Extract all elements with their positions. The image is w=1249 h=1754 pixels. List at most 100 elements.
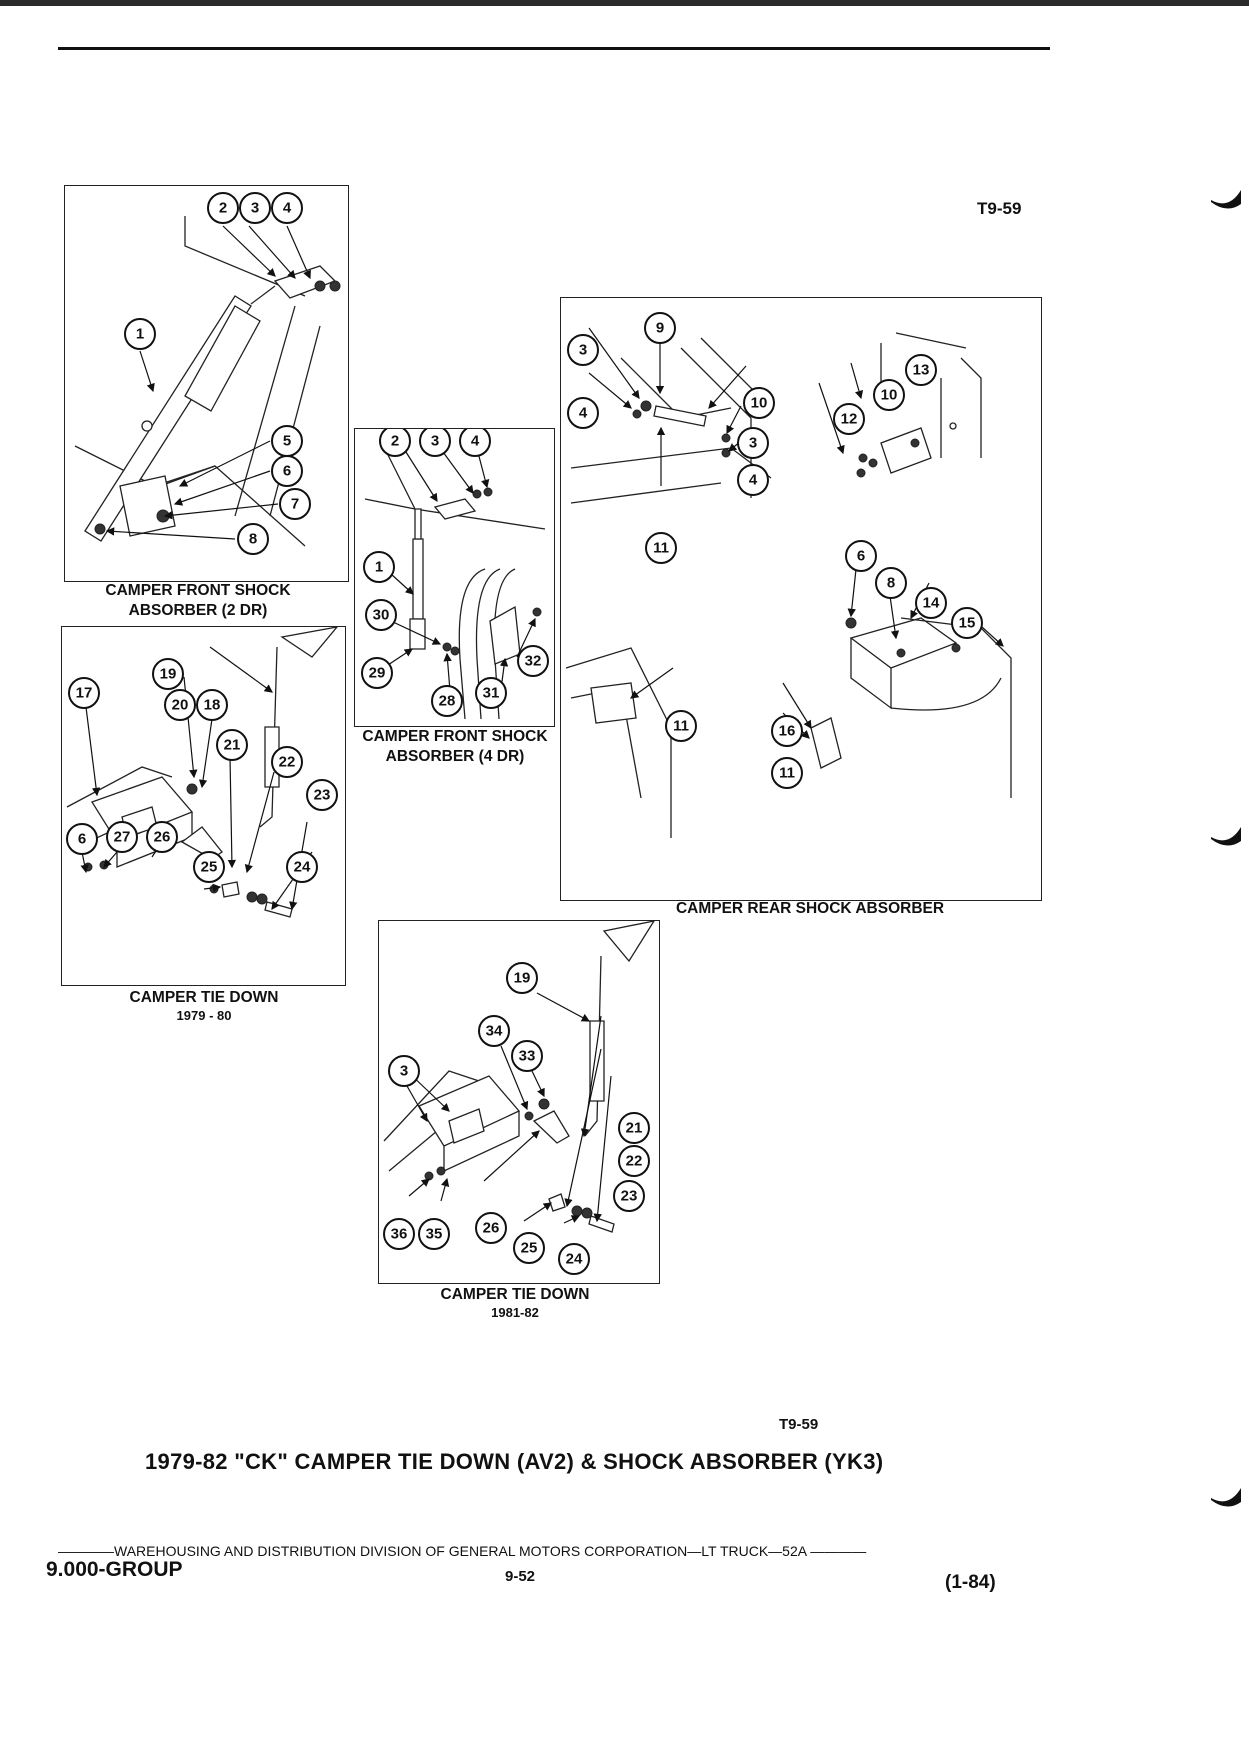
- callout-circle: [271, 746, 303, 778]
- callout-circle: [193, 851, 225, 883]
- callout-circle: [737, 427, 769, 459]
- callout-number: 23: [621, 1188, 638, 1205]
- callout-number: 32: [525, 653, 542, 670]
- callout-circle: [833, 403, 865, 435]
- callout-number: 4: [579, 405, 588, 422]
- panel-tie-down-1979-80: 19 20 17 18 21 22 23 6 27 26 25 24: [61, 626, 346, 986]
- callout-circle: [152, 658, 184, 690]
- caption-line-1: CAMPER TIE DOWN: [129, 989, 279, 1006]
- caption-years: 1979 - 80: [176, 1008, 232, 1023]
- binder-hole-mark: [1211, 1488, 1241, 1507]
- footer-date: (1-84): [945, 1572, 996, 1593]
- callout-number: 22: [279, 754, 296, 771]
- caption-line-1: CAMPER FRONT SHOCK: [105, 582, 291, 599]
- callout-number: 13: [913, 362, 930, 379]
- binder-hole-mark: [1211, 190, 1241, 209]
- callout-circle: [146, 821, 178, 853]
- callout-circle: [915, 587, 947, 619]
- callout-circle: [207, 192, 239, 224]
- callout-group: 19 20 17 18 21 22 23 6 27 26 25 24: [66, 658, 338, 883]
- callout-number: 25: [201, 859, 218, 876]
- callout-circle: [771, 715, 803, 747]
- callout-circle: [68, 677, 100, 709]
- page-top-edge: [0, 0, 1249, 6]
- callout-circle: [665, 710, 697, 742]
- callout-number: 30: [373, 607, 390, 624]
- caption-rear-shock: CAMPER REAR SHOCK ABSORBER: [675, 900, 945, 917]
- callout-number: 25: [521, 1240, 538, 1257]
- callout-circle: [361, 657, 393, 689]
- figure-ref-bottom: T9-59: [779, 1416, 819, 1433]
- front-shock-2dr-illustration: 2 3 4 1 5 6 7 8: [74, 192, 341, 555]
- callout-number: 28: [439, 693, 456, 710]
- callout-circle: [475, 677, 507, 709]
- callout-number: 29: [369, 665, 386, 682]
- callout-circle: [771, 757, 803, 789]
- callout-number: 11: [673, 718, 689, 735]
- callout-number: 34: [486, 1023, 503, 1040]
- callout-number: 21: [224, 737, 241, 754]
- callout-number: 26: [154, 829, 171, 846]
- callout-number: 22: [626, 1153, 643, 1170]
- callout-number: 23: [314, 787, 331, 804]
- callout-circle: [271, 455, 303, 487]
- callout-group: 9 3 4 10 3 4 11 13 10 12 6 8 14 15 11 16…: [567, 312, 983, 789]
- panel-tie-down-1981-82: 19 34 33 3 21 22 23 36 35 26 25 24: [378, 920, 660, 1284]
- callout-circle: [618, 1112, 650, 1144]
- callout-circle: [645, 532, 677, 564]
- callout-group: 2 3 4 1 30 29 28 31 32: [361, 429, 549, 717]
- callout-number: 3: [579, 342, 587, 359]
- callout-number: 18: [204, 697, 221, 714]
- callout-number: 35: [426, 1226, 443, 1243]
- callout-circle: [306, 779, 338, 811]
- callout-circle: [737, 464, 769, 496]
- page-title: 1979-82 "CK" CAMPER TIE DOWN (AV2) & SHO…: [145, 1449, 884, 1474]
- footer-division-line: ————WAREHOUSING AND DISTRIBUTION DIVISIO…: [58, 1543, 867, 1559]
- callout-number: 2: [219, 200, 227, 217]
- callout-circle: [383, 1218, 415, 1250]
- tie-down-1981-82-illustration: 19 34 33 3 21 22 23 36 35 26 25 24: [383, 921, 655, 1275]
- caption-line-1: CAMPER TIE DOWN: [440, 1286, 590, 1303]
- callout-circle: [237, 523, 269, 555]
- panel-rear-shock: 9 3 4 10 3 4 11 13 10 12 6 8 14 15 11 16…: [560, 297, 1042, 901]
- callout-number: 15: [959, 615, 976, 632]
- callout-number: 21: [626, 1120, 643, 1137]
- panel-front-shock-2dr: 2 3 4 1 5 6 7 8: [64, 185, 349, 582]
- callout-number: 14: [923, 595, 940, 612]
- callout-number: 26: [483, 1220, 500, 1237]
- callout-number: 19: [160, 666, 177, 683]
- callout-number: 3: [749, 435, 757, 452]
- callout-circle: [239, 192, 271, 224]
- callout-number: 2: [391, 433, 399, 450]
- figure-ref-top: T9-59: [977, 199, 1022, 218]
- callout-number: 27: [114, 829, 131, 846]
- callout-number: 1: [375, 559, 383, 576]
- callout-circle: [613, 1180, 645, 1212]
- callout-circle: [216, 729, 248, 761]
- callout-number: 5: [283, 433, 291, 450]
- callout-circle: [567, 334, 599, 366]
- callout-number: 10: [751, 395, 768, 412]
- callout-number: 24: [566, 1251, 583, 1268]
- callout-circle: [478, 1015, 510, 1047]
- callout-circle: [873, 379, 905, 411]
- callout-circle: [558, 1243, 590, 1275]
- callout-number: 4: [283, 200, 292, 217]
- callout-circle: [419, 429, 451, 457]
- footer-group: 9.000-GROUP: [46, 1558, 183, 1581]
- callout-circle: [271, 192, 303, 224]
- callout-number: 31: [483, 685, 500, 702]
- callout-number: 20: [172, 697, 189, 714]
- callout-circle: [363, 551, 395, 583]
- callout-number: 3: [251, 200, 259, 217]
- callout-circle: [644, 312, 676, 344]
- callout-number: 7: [291, 496, 299, 513]
- callout-number: 10: [881, 387, 898, 404]
- callout-number: 3: [431, 433, 439, 450]
- callout-number: 36: [391, 1226, 408, 1243]
- callout-circle: [365, 599, 397, 631]
- callout-number: 11: [653, 540, 669, 557]
- callout-circle: [875, 567, 907, 599]
- callout-number: 6: [283, 463, 291, 480]
- callout-number: 6: [78, 831, 86, 848]
